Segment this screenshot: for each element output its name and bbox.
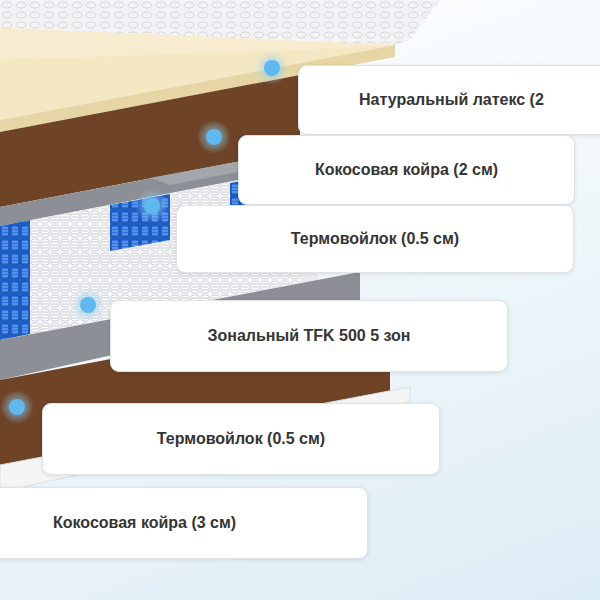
callout-box: Термовойлок (0.5 см) — [42, 403, 440, 475]
layer-label: Термовойлок (0.5 см) — [157, 430, 325, 448]
layer-label: Кокосовая койра (3 см) — [53, 514, 236, 532]
callout-box: Кокосовая койра (2 см) — [238, 135, 575, 205]
layer-label: Термовойлок (0.5 см) — [291, 230, 459, 248]
callout-box: Зональный TFK 500 5 зон — [110, 300, 508, 372]
layer-label: Зональный TFK 500 5 зон — [208, 327, 411, 345]
layer-label: Кокосовая койра (2 см) — [315, 161, 498, 179]
callout-box: Термовойлок (0.5 см) — [176, 205, 574, 273]
callout-box: Натуральный латекс (2 — [298, 65, 600, 135]
callout-box: Кокосовая койра (3 см) — [0, 487, 368, 559]
layer-label: Натуральный латекс (2 — [359, 91, 544, 109]
